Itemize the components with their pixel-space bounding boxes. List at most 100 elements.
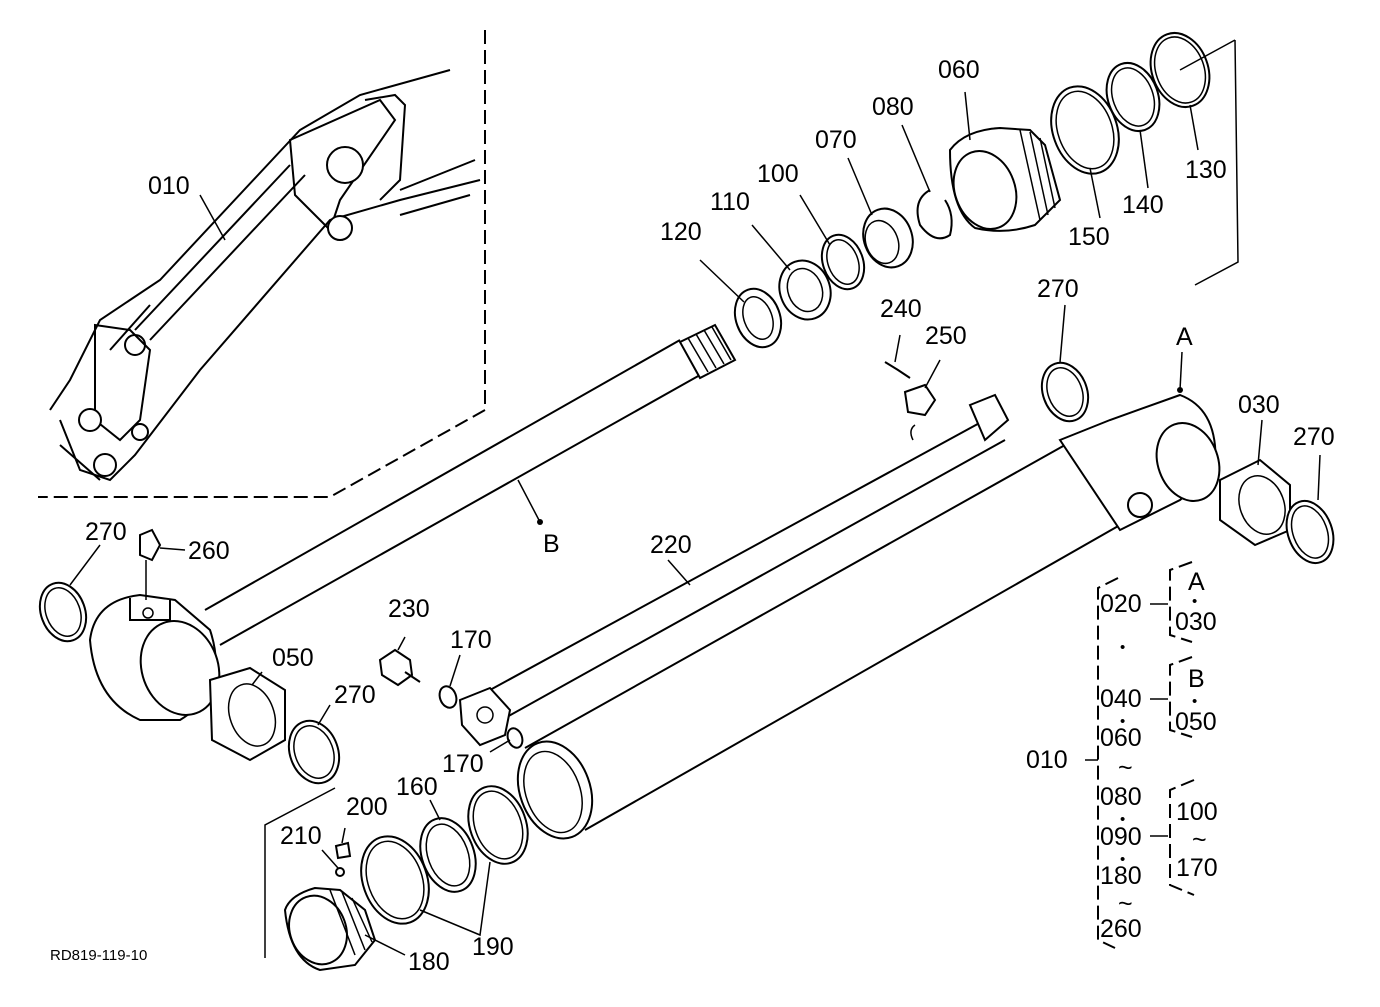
grease-hole (142, 607, 154, 619)
ring-160-inner (425, 823, 471, 887)
rod-thread-lines (687, 326, 732, 373)
leader-060 (964, 91, 971, 141)
label-260: 260 (188, 537, 230, 565)
bushing-050-bore (227, 683, 277, 747)
label-270-bottom: 270 (1293, 423, 1335, 451)
legend-dot-4: • (1120, 851, 1125, 868)
label-240: 240 (880, 295, 922, 323)
legend-root: 010 (1026, 746, 1068, 774)
pipe-elbow (968, 393, 1010, 442)
leader-270-bottom (1317, 454, 1321, 501)
bushing-030-bore (1238, 475, 1286, 535)
tube-edge-bottom (584, 524, 1121, 831)
legend-180: 180 (1100, 862, 1142, 890)
oring-170-lower (506, 727, 524, 749)
label-270-tube: 270 (1037, 275, 1079, 303)
label-220: 220 (650, 531, 692, 559)
ring-100-inner (826, 239, 860, 285)
oring-150 (1050, 85, 1120, 175)
leader-270-tube (1059, 304, 1066, 363)
legend-dot-2: • (1120, 713, 1125, 730)
oring-150-inner (1055, 90, 1115, 170)
leader-a (1179, 351, 1183, 391)
legend-tilde-1: ~ (1118, 754, 1133, 782)
label-120: 120 (660, 218, 702, 246)
arm-outline-upper (49, 69, 451, 411)
leader-270-rod (317, 704, 331, 726)
legend-100: 100 (1176, 798, 1218, 826)
seal-190-a-inner (365, 840, 425, 920)
inset-pin-bucket (93, 453, 117, 477)
leader-120 (699, 259, 745, 303)
leader-170-upper (449, 654, 461, 687)
legend-020: 020 (1100, 590, 1142, 618)
pipe-edge-bottom (504, 439, 1006, 719)
tube-edge-top (524, 444, 1066, 749)
label-170-upper: 170 (450, 626, 492, 654)
snap-ring-080 (916, 189, 953, 240)
legend-080: 080 (1100, 783, 1142, 811)
tube-port (1127, 492, 1153, 518)
label-230: 230 (388, 595, 430, 623)
inset-link-base (59, 444, 101, 481)
leader-030 (1257, 419, 1263, 466)
boom-plate (364, 93, 407, 201)
label-140: 140 (1122, 191, 1164, 219)
label-130: 130 (1185, 156, 1227, 184)
bottom-eye-bore (1155, 422, 1221, 502)
leader-150 (1089, 167, 1101, 219)
label-190: 190 (472, 933, 514, 961)
legend-170: 170 (1176, 854, 1218, 882)
pipe-flange-hole (476, 706, 494, 724)
legend-dot-3: • (1120, 811, 1125, 828)
bracket-head (1194, 39, 1239, 286)
leader-010 (199, 194, 226, 241)
arm-bracket (288, 98, 397, 232)
clamp-250 (903, 383, 937, 417)
piston-180-grooves (329, 889, 373, 956)
pipe-edge-top (489, 419, 986, 691)
label-270-eye: 270 (85, 518, 127, 546)
leader-190 (419, 861, 491, 937)
cylinder-head (948, 32, 1239, 286)
set-screw-200 (334, 841, 352, 860)
bracket-piston (264, 787, 336, 958)
seal-110 (778, 259, 832, 321)
inset-rod-eye (124, 334, 146, 356)
leader-250 (924, 359, 941, 389)
seal-270-tube-inner (1046, 367, 1084, 417)
legend-a-dot: • (1192, 593, 1197, 610)
leader-230 (397, 636, 406, 651)
label-160: 160 (396, 773, 438, 801)
legend-260: 260 (1100, 915, 1142, 943)
label-170-lower: 170 (442, 750, 484, 778)
leader-160 (429, 799, 441, 821)
boom-extension (399, 159, 476, 216)
diagram-code: RD819-119-10 (50, 947, 147, 964)
bottom-bushings (38, 304, 1335, 785)
label-point-b: B (543, 530, 560, 558)
leader-050 (251, 671, 263, 686)
leader-170-lower (489, 739, 511, 753)
inset-pin-link (78, 408, 102, 432)
label-080: 080 (872, 93, 914, 121)
legend-060: 060 (1100, 724, 1142, 752)
assembly-legend: 010 020 A • 030 • 040 B • 050 • 060 ~ 08… (1026, 561, 1218, 949)
piston-180-face (288, 894, 348, 966)
pivot-pin-lower (327, 215, 353, 241)
bolt-230 (378, 648, 414, 687)
leader-100 (799, 194, 831, 246)
grease-nipple-260 (139, 528, 162, 562)
leader-180 (364, 934, 406, 956)
label-210: 210 (280, 822, 322, 850)
leader-210 (321, 849, 339, 869)
bolt-230-stem (404, 671, 421, 683)
ring-160 (419, 817, 477, 893)
head-060-threads (1019, 129, 1056, 221)
rod-edge-bottom (219, 374, 701, 646)
seal-110-inner (786, 267, 824, 313)
seal-190-b (467, 785, 529, 865)
label-270-rod: 270 (334, 681, 376, 709)
legend-tilde-2: ~ (1192, 826, 1207, 854)
